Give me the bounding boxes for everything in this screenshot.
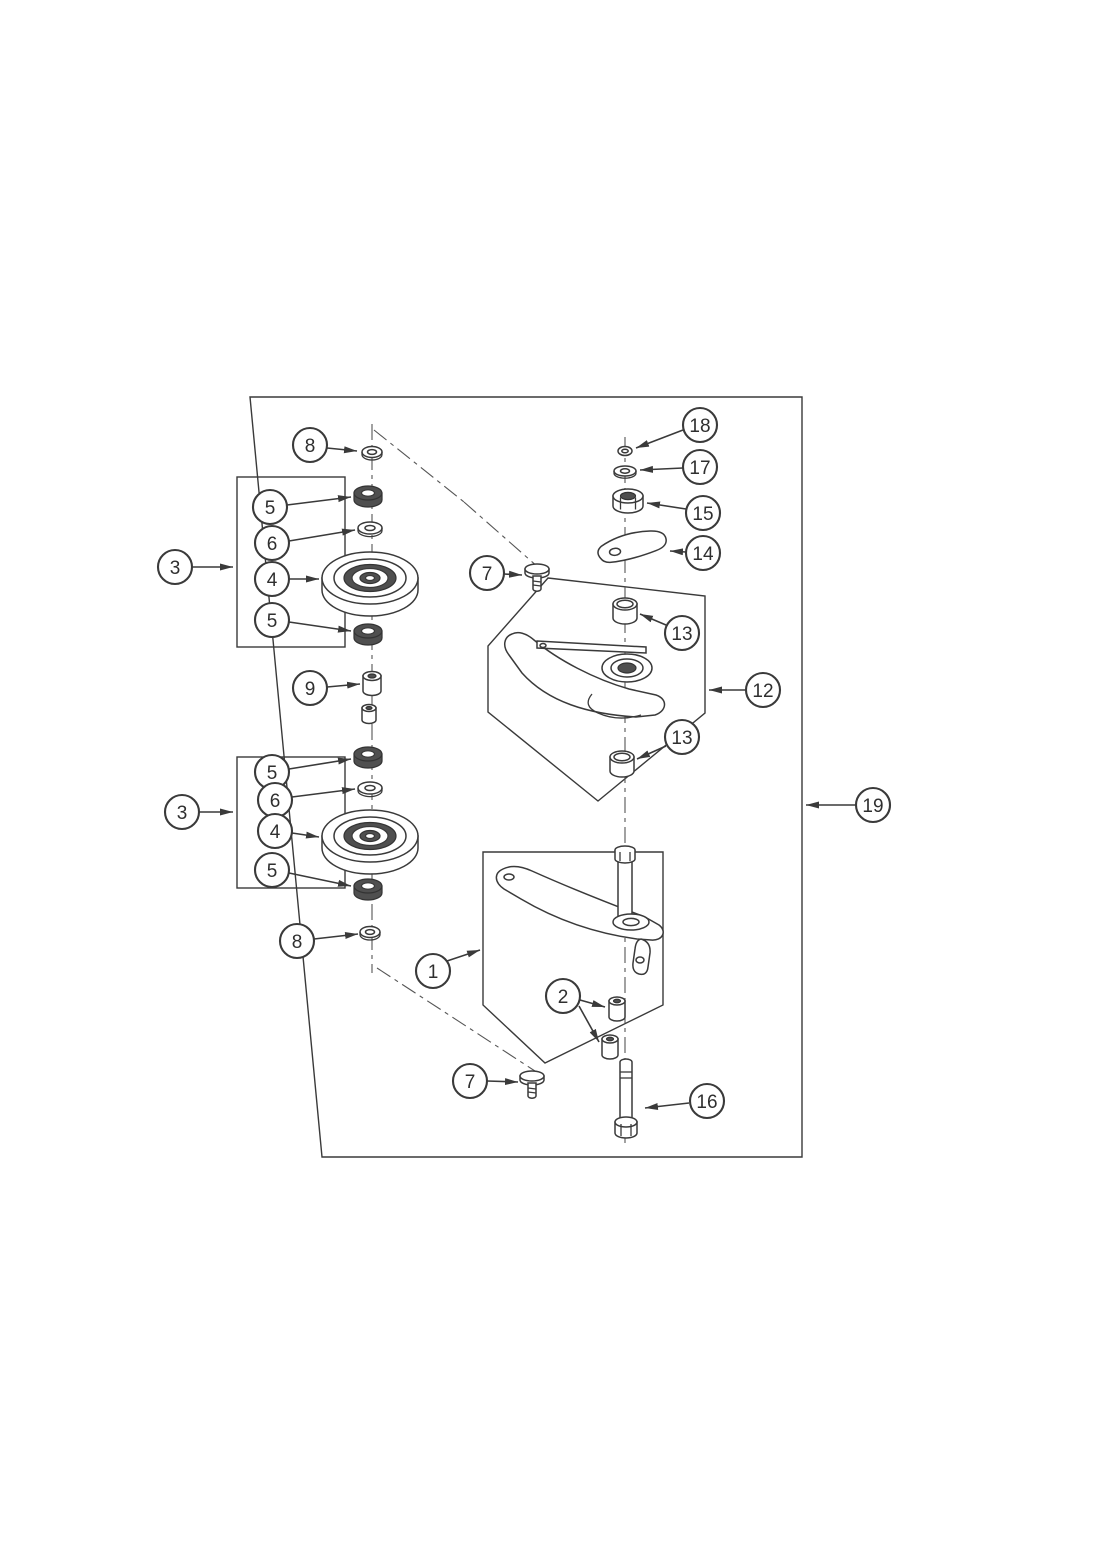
callout-label: 6	[267, 534, 278, 555]
mount-plate-part-14	[597, 530, 667, 564]
bushing-part-small	[361, 703, 377, 725]
callout-label: 8	[305, 436, 316, 457]
callout-15: 15	[646, 494, 722, 532]
washer-part-6a	[357, 521, 383, 538]
callout-2: 2	[544, 977, 606, 1043]
spacer-part-2b	[601, 1034, 619, 1060]
callout-6a: 6	[253, 524, 356, 562]
callout-label: 5	[265, 498, 276, 519]
washer-part-17	[613, 465, 637, 479]
bearing-part-5d	[353, 878, 383, 901]
nut-part-15	[612, 488, 644, 514]
pulley-part-4b	[321, 809, 419, 875]
bearing-part-5a	[353, 485, 383, 508]
callout-7a: 7	[468, 554, 523, 592]
callout-6b: 6	[256, 781, 356, 819]
washer-part-6b	[357, 781, 383, 798]
callout-label: 14	[692, 544, 714, 565]
callout-4b: 4	[256, 812, 320, 850]
callout-12: 12	[709, 671, 782, 709]
callout-label: 15	[692, 504, 713, 525]
callout-label: 18	[689, 416, 710, 437]
callout-label: 4	[267, 570, 278, 591]
callout-label: 6	[270, 791, 281, 812]
callout-5c: 5	[253, 753, 352, 791]
callout-label: 19	[862, 796, 883, 817]
bushing-part-13b	[609, 750, 635, 778]
callout-3a: 3	[156, 548, 233, 586]
callout-label: 5	[267, 861, 278, 882]
callout-1: 1	[414, 949, 481, 990]
callout-9: 9	[291, 669, 361, 707]
bolt-part-16	[614, 1058, 638, 1139]
callout-14: 14	[669, 534, 722, 572]
callout-16: 16	[644, 1082, 726, 1120]
callout-18: 18	[635, 406, 719, 449]
bolt-part-7b	[519, 1070, 545, 1099]
callout-8-top: 8	[291, 426, 358, 464]
spacer-part-2a	[608, 996, 626, 1022]
callout-label: 16	[696, 1092, 717, 1113]
ring-part-18	[617, 445, 633, 457]
callout-label: 2	[558, 987, 569, 1008]
idler-arm-part	[504, 631, 666, 719]
callout-5b: 5	[253, 601, 352, 639]
idler-arm-region-outline	[487, 577, 706, 802]
callout-7b: 7	[451, 1062, 519, 1100]
bolt-part-7a	[524, 563, 550, 592]
callout-label: 1	[428, 962, 439, 983]
washer-part-8b	[359, 925, 381, 941]
washer-part-8a	[361, 445, 383, 461]
bushing-part-13a	[612, 597, 638, 625]
callout-label: 9	[305, 679, 316, 700]
bearing-part-5b	[353, 623, 383, 646]
callout-label: 17	[689, 458, 710, 479]
callout-label: 7	[465, 1072, 476, 1093]
callout-label: 12	[752, 681, 773, 702]
callout-5d: 5	[253, 851, 352, 889]
callout-13b: 13	[636, 718, 701, 760]
callout-label: 5	[267, 611, 278, 632]
callout-label: 5	[267, 763, 278, 784]
callout-17: 17	[639, 448, 719, 486]
assembly-boundary-outline	[249, 396, 803, 1158]
callout-label: 7	[482, 564, 493, 585]
callout-8-bottom: 8	[278, 922, 359, 960]
centerlines	[371, 424, 626, 1148]
callout-label: 3	[170, 558, 181, 579]
pulley-part-4a	[321, 551, 419, 617]
callout-label: 3	[177, 803, 188, 824]
callout-3b: 3	[163, 793, 233, 831]
callout-13a: 13	[639, 613, 701, 652]
callout-label: 4	[270, 822, 281, 843]
callout-label: 13	[671, 728, 692, 749]
spindle-assembly-part	[495, 845, 664, 976]
callout-5a: 5	[251, 488, 352, 526]
callout-label: 8	[292, 932, 303, 953]
callout-19: 19	[806, 786, 892, 824]
spacer-part-9	[362, 670, 382, 697]
callout-4a: 4	[253, 560, 319, 598]
callout-label: 13	[671, 624, 692, 645]
bearing-part-5c	[353, 746, 383, 769]
